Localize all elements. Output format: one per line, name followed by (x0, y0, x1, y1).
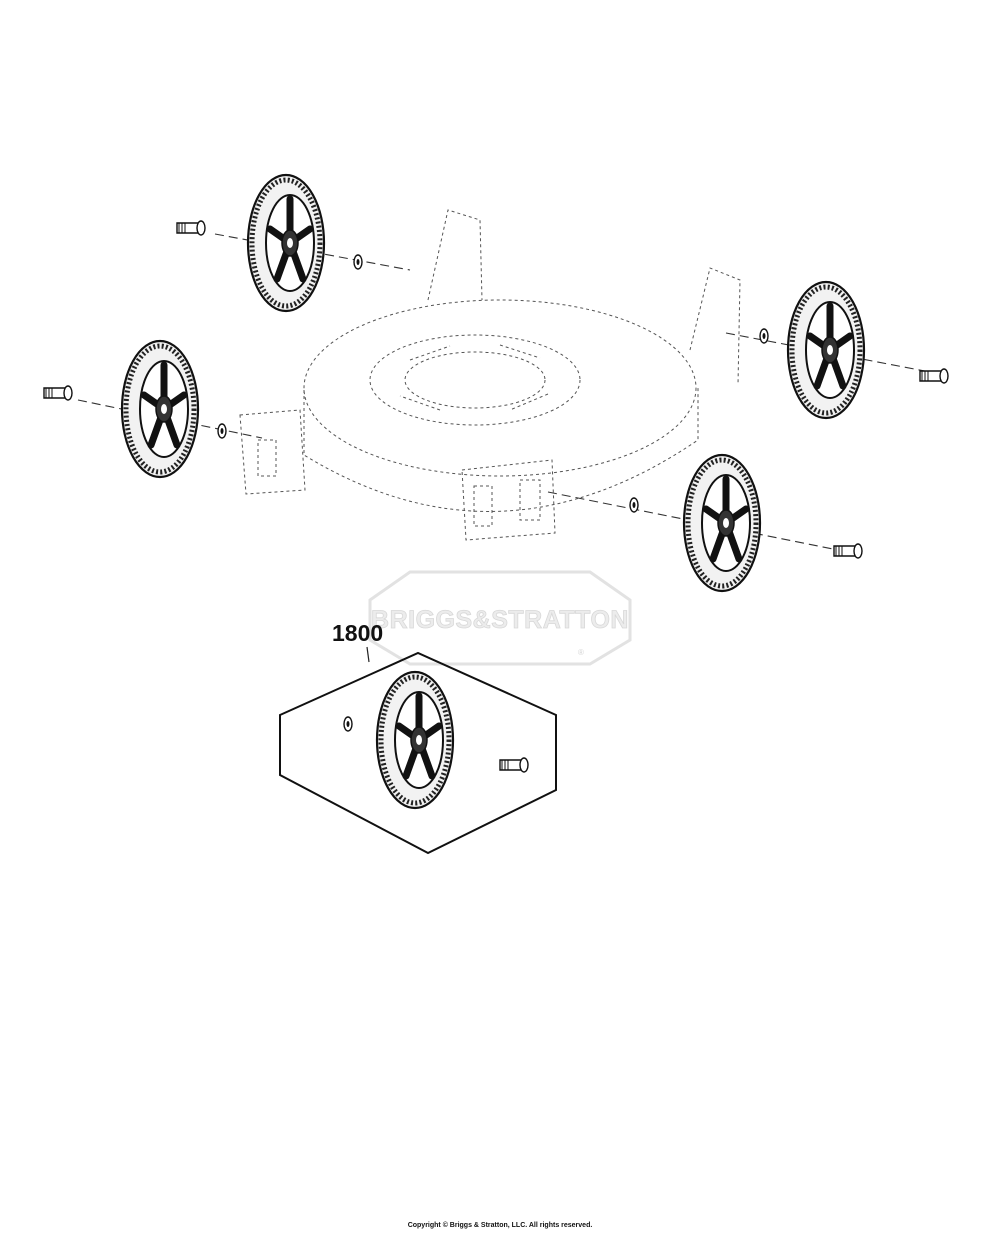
washer (343, 716, 353, 732)
wheel-assembly-front-right (629, 455, 863, 591)
wheel-bolt (499, 757, 529, 773)
wheel (377, 672, 453, 808)
wheel (122, 341, 198, 477)
wheel-assembly-rear-left (176, 175, 363, 311)
copyright-notice: Copyright © Briggs & Stratton, LLC. All … (407, 1222, 593, 1229)
watermark-text: BRIGGS&STRATTON (371, 606, 629, 634)
washer (217, 423, 227, 439)
washer (353, 254, 363, 270)
wheel-bolt (919, 368, 949, 384)
wheel (248, 175, 324, 311)
wheel-bolt (833, 543, 863, 559)
wheel (788, 282, 864, 418)
washer (629, 497, 639, 513)
wheel-assembly-front-left (43, 341, 227, 477)
brand-watermark: BRIGGS&STRATTON ® (368, 570, 632, 666)
wheel-kit-callout: 1800 (279, 620, 557, 855)
part-number-label: 1800 (332, 620, 383, 646)
wheel-assembly-rear-right (759, 282, 949, 418)
wheel-bolt (43, 385, 73, 401)
watermark-registered-mark: ® (578, 648, 584, 657)
kit-outline (279, 651, 557, 855)
mower-deck (239, 209, 741, 541)
wheel (684, 455, 760, 591)
washer (759, 328, 769, 344)
wheel-bolt (176, 220, 206, 236)
